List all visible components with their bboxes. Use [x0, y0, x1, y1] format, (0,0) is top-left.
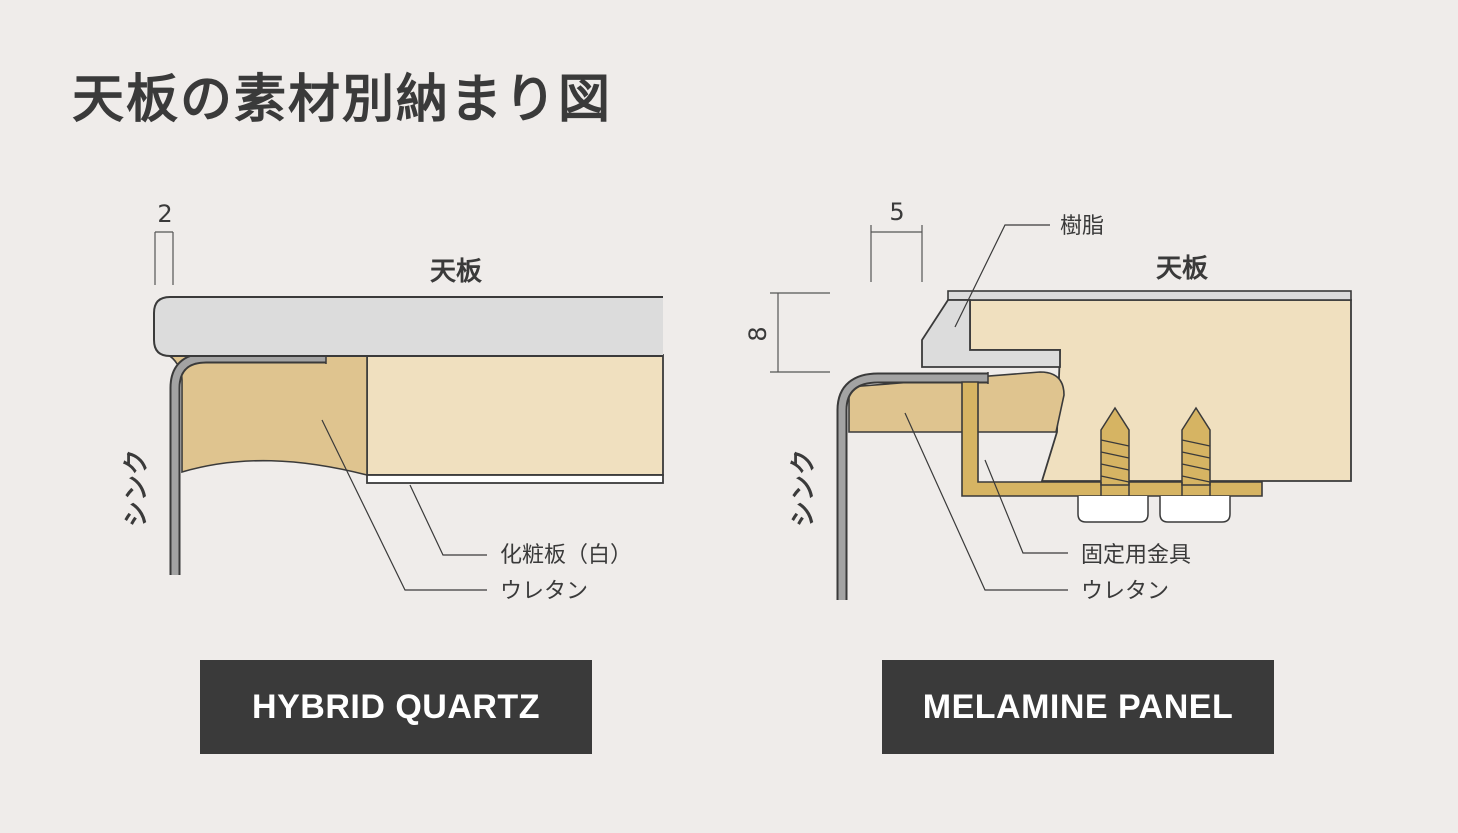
- screw-right: [1159, 406, 1231, 523]
- cream-panel: [366, 354, 664, 476]
- fixing-bracket: [961, 381, 1263, 497]
- screw-left: [1077, 406, 1149, 523]
- dimension-5-label: 5: [889, 198, 904, 226]
- sink-label-left: シンク: [122, 449, 152, 527]
- melamine-panel-name: MELAMINE PANEL: [922, 687, 1234, 726]
- countertop-label-left: 天板: [430, 257, 482, 287]
- dimension-2-label: 2: [157, 200, 172, 228]
- melamine-panel-name-box: MELAMINE PANEL: [882, 660, 1274, 754]
- decorative-board: [366, 474, 664, 484]
- resin-piece: [921, 299, 1061, 368]
- melamine-panel-diagram: 5 8: [744, 198, 1352, 604]
- bracket-label: 固定用金具: [1081, 543, 1191, 568]
- dimension-8-label: 8: [744, 326, 772, 341]
- hybrid-quartz-name-box: HYBRID QUARTZ: [200, 660, 592, 754]
- urethane-label-left: ウレタン: [500, 579, 588, 604]
- hybrid-quartz-name: HYBRID QUARTZ: [252, 687, 540, 726]
- resin-label: 樹脂: [1060, 214, 1104, 239]
- decorative-board-label: 化粧板（白）: [500, 543, 632, 568]
- countertop-label-right: 天板: [1156, 254, 1208, 284]
- urethane-fill: [167, 354, 368, 477]
- urethane-fill-right: [848, 371, 1065, 433]
- urethane-label-right: ウレタン: [1081, 579, 1169, 604]
- page-title: 天板の素材別納まり図: [72, 70, 613, 130]
- quartz-countertop: [153, 296, 663, 357]
- hybrid-quartz-diagram: 2 天板 化粧板（白） ウレタン シンク: [122, 200, 664, 604]
- sink-label-right: シンク: [789, 449, 819, 527]
